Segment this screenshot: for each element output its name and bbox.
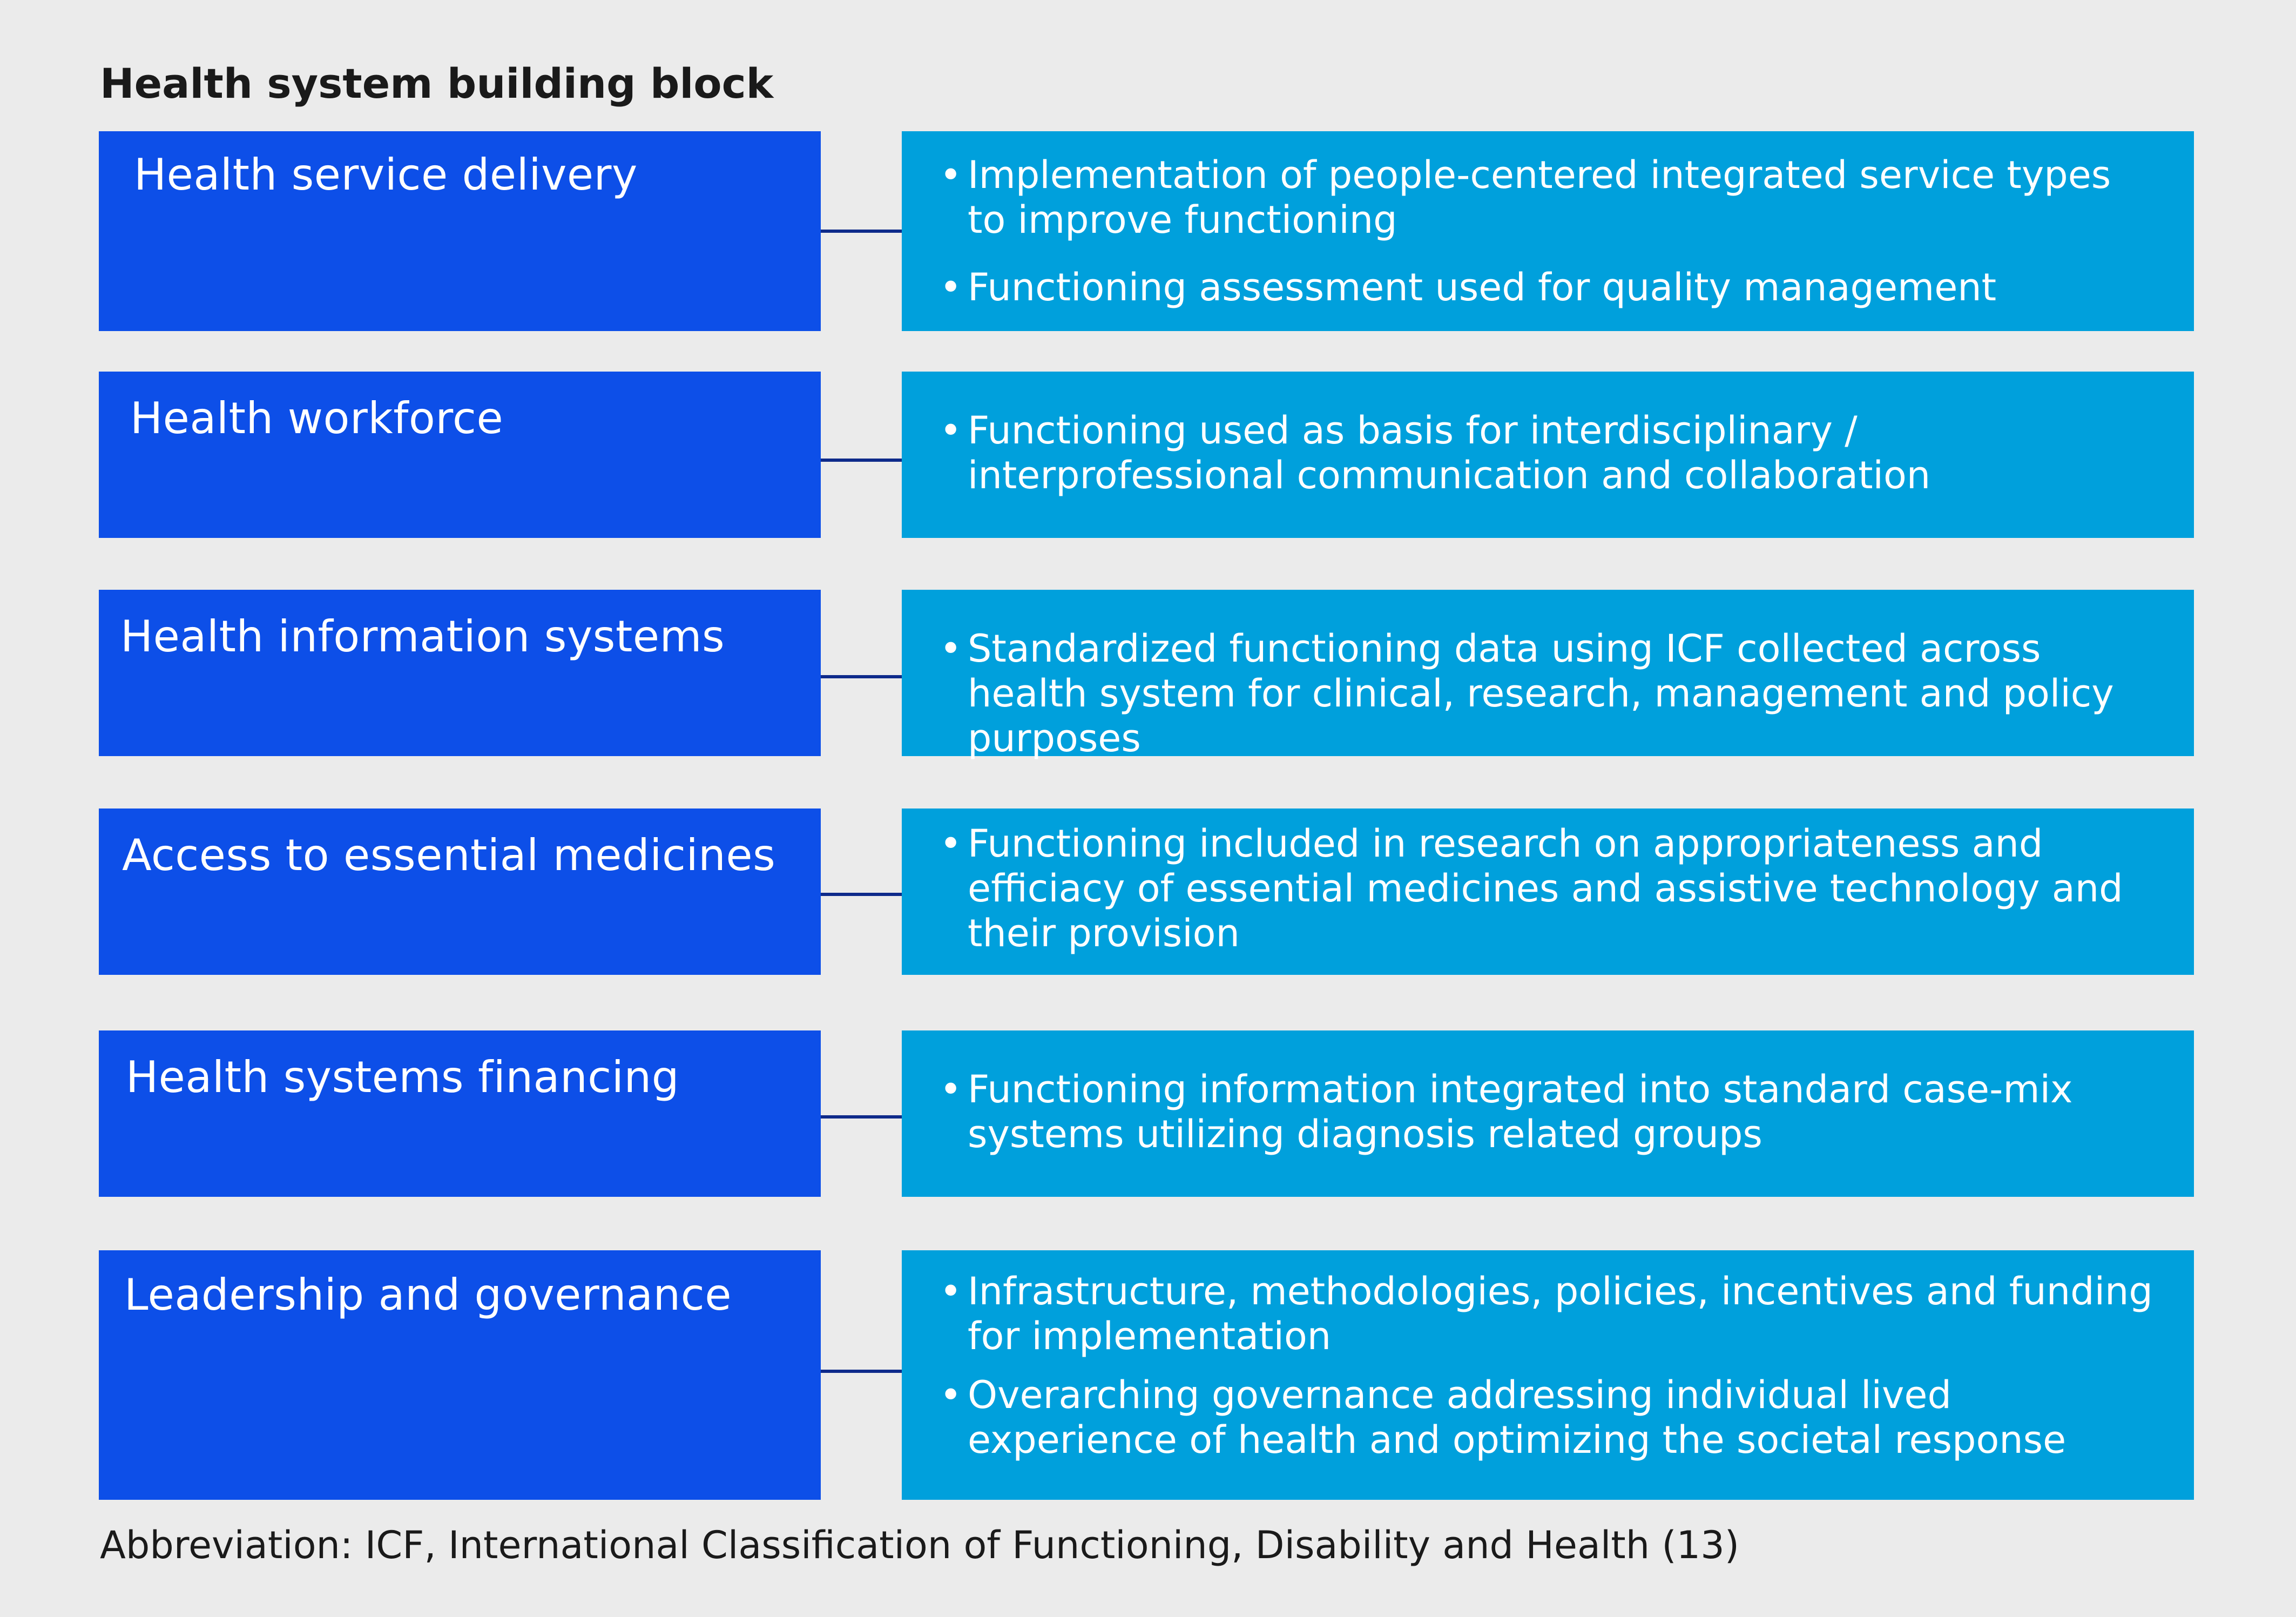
detail-bullet: • Standardized functioning data using IC… — [940, 626, 2156, 761]
building-block-label: Health service delivery — [134, 150, 638, 200]
detail-bullet: • Functioning used as basis for interdis… — [940, 408, 2156, 498]
connector-line — [821, 459, 902, 462]
bullet-dot: • — [940, 821, 962, 866]
detail-box-leadership: • Infrastructure, methodologies, policie… — [902, 1250, 2194, 1500]
building-block-row-financing: Health systems financing • Functioning i… — [0, 1030, 2296, 1197]
building-block-row-workforce: Health workforce • Functioning used as b… — [0, 372, 2296, 538]
connector-line — [821, 893, 902, 896]
diagram-heading: Health system building block — [100, 59, 774, 107]
building-block-row-essential-medicines: Access to essential medicines • Function… — [0, 809, 2296, 975]
building-block-service-delivery: Health service delivery — [99, 131, 821, 331]
building-block-row-information-systems: Health information systems • Standardize… — [0, 590, 2296, 760]
bullet-dot: • — [940, 1269, 962, 1313]
detail-bullet-text: Implementation of people-centered integr… — [968, 153, 2111, 242]
connector-line — [821, 675, 902, 678]
detail-bullet-text: Overarching governance addressing indivi… — [968, 1373, 2067, 1462]
detail-bullet: • Functioning assessment used for qualit… — [940, 265, 2156, 310]
bullet-dot: • — [940, 1373, 962, 1417]
detail-bullet: • Implementation of people-centered inte… — [940, 153, 2156, 242]
detail-bullet: • Functioning included in research on ap… — [940, 821, 2156, 956]
bullet-dot: • — [940, 408, 962, 453]
building-block-leadership: Leadership and governance — [99, 1250, 821, 1500]
building-block-row-leadership: Leadership and governance • Infrastructu… — [0, 1250, 2296, 1500]
abbreviation-footnote: Abbreviation: ICF, International Classif… — [100, 1523, 1740, 1567]
connector-line — [821, 1370, 902, 1373]
building-block-label: Leadership and governance — [124, 1270, 732, 1320]
bullet-dot: • — [940, 265, 962, 309]
connector-line — [821, 1115, 902, 1119]
detail-bullet: • Overarching governance addressing indi… — [940, 1373, 2156, 1463]
building-block-essential-medicines: Access to essential medicines — [99, 809, 821, 975]
detail-box-service-delivery: • Implementation of people-centered inte… — [902, 131, 2194, 331]
building-block-row-service-delivery: Health service delivery • Implementation… — [0, 131, 2296, 331]
bullet-dot: • — [940, 1067, 962, 1111]
detail-box-essential-medicines: • Functioning included in research on ap… — [902, 809, 2194, 975]
building-block-financing: Health systems financing — [99, 1030, 821, 1197]
building-block-label: Health information systems — [120, 611, 725, 662]
detail-box-workforce: • Functioning used as basis for interdis… — [902, 372, 2194, 538]
detail-box-information-systems: • Standardized functioning data using IC… — [902, 590, 2194, 760]
connector-line — [821, 230, 902, 233]
detail-bullet-text: Functioning assessment used for quality … — [968, 265, 1997, 309]
bullet-dot: • — [940, 153, 962, 197]
detail-bullet-text: Standardized functioning data using ICF … — [968, 626, 2114, 760]
detail-bullet: • Functioning information integrated int… — [940, 1067, 2156, 1157]
detail-bullet-text: Functioning used as basis for interdisci… — [968, 408, 1931, 497]
detail-bullet-text: Infrastructure, methodologies, policies,… — [968, 1269, 2153, 1358]
detail-box-financing: • Functioning information integrated int… — [902, 1030, 2194, 1197]
building-block-label: Health systems financing — [126, 1052, 679, 1102]
bullet-dot: • — [940, 626, 962, 671]
detail-bullet-text: Functioning information integrated into … — [968, 1067, 2073, 1156]
building-block-label: Health workforce — [130, 393, 504, 443]
building-block-information-systems: Health information systems — [99, 590, 821, 756]
building-block-workforce: Health workforce — [99, 372, 821, 538]
building-block-label: Access to essential medicines — [122, 830, 776, 880]
detail-bullet: • Infrastructure, methodologies, policie… — [940, 1269, 2156, 1359]
detail-bullet-text: Functioning included in research on appr… — [968, 821, 2123, 955]
